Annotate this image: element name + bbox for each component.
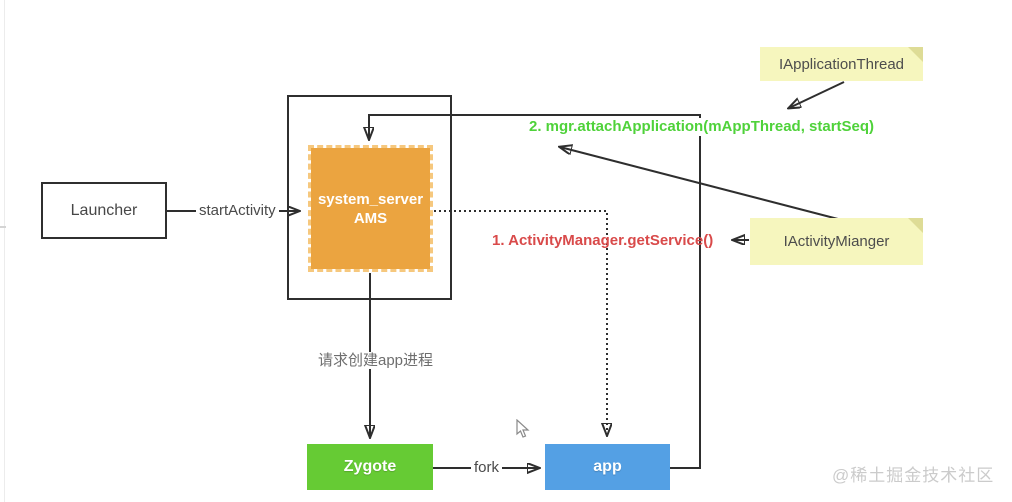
edge-note-iactivitymianger-to-step2 — [560, 147, 839, 220]
system-server-label: system_server — [317, 190, 424, 208]
screen-edge-line — [4, 0, 5, 502]
note-fold-icon — [908, 47, 923, 62]
edge-note-iapplicationthread-pointer — [789, 81, 845, 108]
zygote-label: Zygote — [343, 458, 397, 475]
system-server-container-box — [287, 95, 452, 300]
step2-attach-application-text: 2. mgr.attachApplication(mAppThread, sta… — [527, 118, 877, 136]
node-launcher: Launcher — [41, 182, 167, 239]
create-app-process-label: 请求创建app进程 — [315, 352, 437, 369]
node-system-server-ams: system_server AMS — [308, 145, 433, 272]
note-iactivitymianger: IActivityMianger — [750, 218, 923, 265]
note-iapplicationthread-label: IApplicationThread — [778, 55, 905, 73]
edge-attach-application-line — [369, 114, 701, 469]
note-iapplicationthread: IApplicationThread — [760, 47, 923, 81]
watermark: @稀土掘金技术社区 — [832, 466, 995, 485]
mouse-cursor-icon — [516, 419, 530, 438]
app-label: app — [593, 458, 622, 475]
node-app: app — [545, 444, 670, 490]
note-fold-icon — [908, 218, 923, 233]
step1-get-service-text: 1. ActivityManager.getService() — [492, 232, 714, 249]
note-iactivitymianger-label: IActivityMianger — [783, 233, 890, 250]
fork-label: fork — [471, 459, 503, 476]
node-zygote: Zygote — [307, 444, 433, 490]
launcher-label: Launcher — [70, 201, 138, 219]
screen-edge-tick — [0, 226, 6, 228]
start-activity-label: startActivity — [196, 202, 279, 219]
ams-label: AMS — [353, 209, 388, 227]
